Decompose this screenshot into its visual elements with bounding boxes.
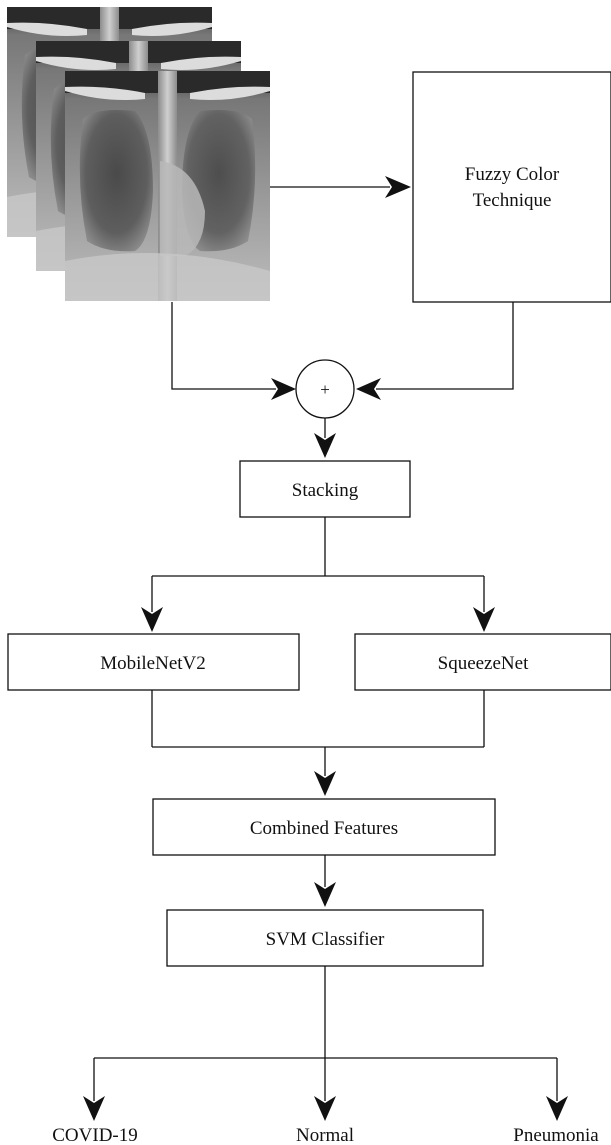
sum-to-stacking-arrow (314, 418, 336, 458)
plus-symbol: + (320, 380, 330, 399)
sum-node: + (295, 359, 355, 419)
mobilenetv2-node: MobileNetV2 (7, 633, 300, 691)
stacking-node: Stacking (239, 460, 411, 518)
fuzzy-color-node: Fuzzy Color Technique (412, 71, 611, 303)
svm-to-outputs-arrows (83, 966, 568, 1121)
squeezenet-node: SqueezeNet (354, 633, 611, 691)
image-to-plus-arrow (171, 302, 296, 400)
combined-to-svm-arrow (314, 855, 336, 907)
combined-features-label: Combined Features (250, 818, 398, 839)
merge-to-combined-arrow (151, 690, 485, 796)
output-normal-label: Normal (296, 1125, 354, 1145)
fuzzy-color-label-line1: Fuzzy Color (465, 164, 560, 185)
svm-classifier-label: SVM Classifier (266, 929, 385, 950)
mobilenetv2-label: MobileNetV2 (100, 653, 206, 674)
combined-features-node: Combined Features (152, 798, 496, 856)
squeezenet-label: SqueezeNet (438, 653, 529, 674)
output-covid19-label: COVID-19 (52, 1125, 138, 1145)
fuzzy-color-label-line2: Technique (473, 190, 552, 211)
svm-classifier-node: SVM Classifier (166, 909, 484, 967)
xray-image-front (65, 71, 270, 301)
stacking-split-arrows (141, 517, 495, 632)
output-pneumonia-label: Pneumonia (513, 1125, 599, 1145)
stacking-label: Stacking (292, 480, 359, 501)
image-to-fuzzy-arrow (270, 176, 411, 198)
fuzzy-to-plus-arrow (356, 302, 514, 400)
